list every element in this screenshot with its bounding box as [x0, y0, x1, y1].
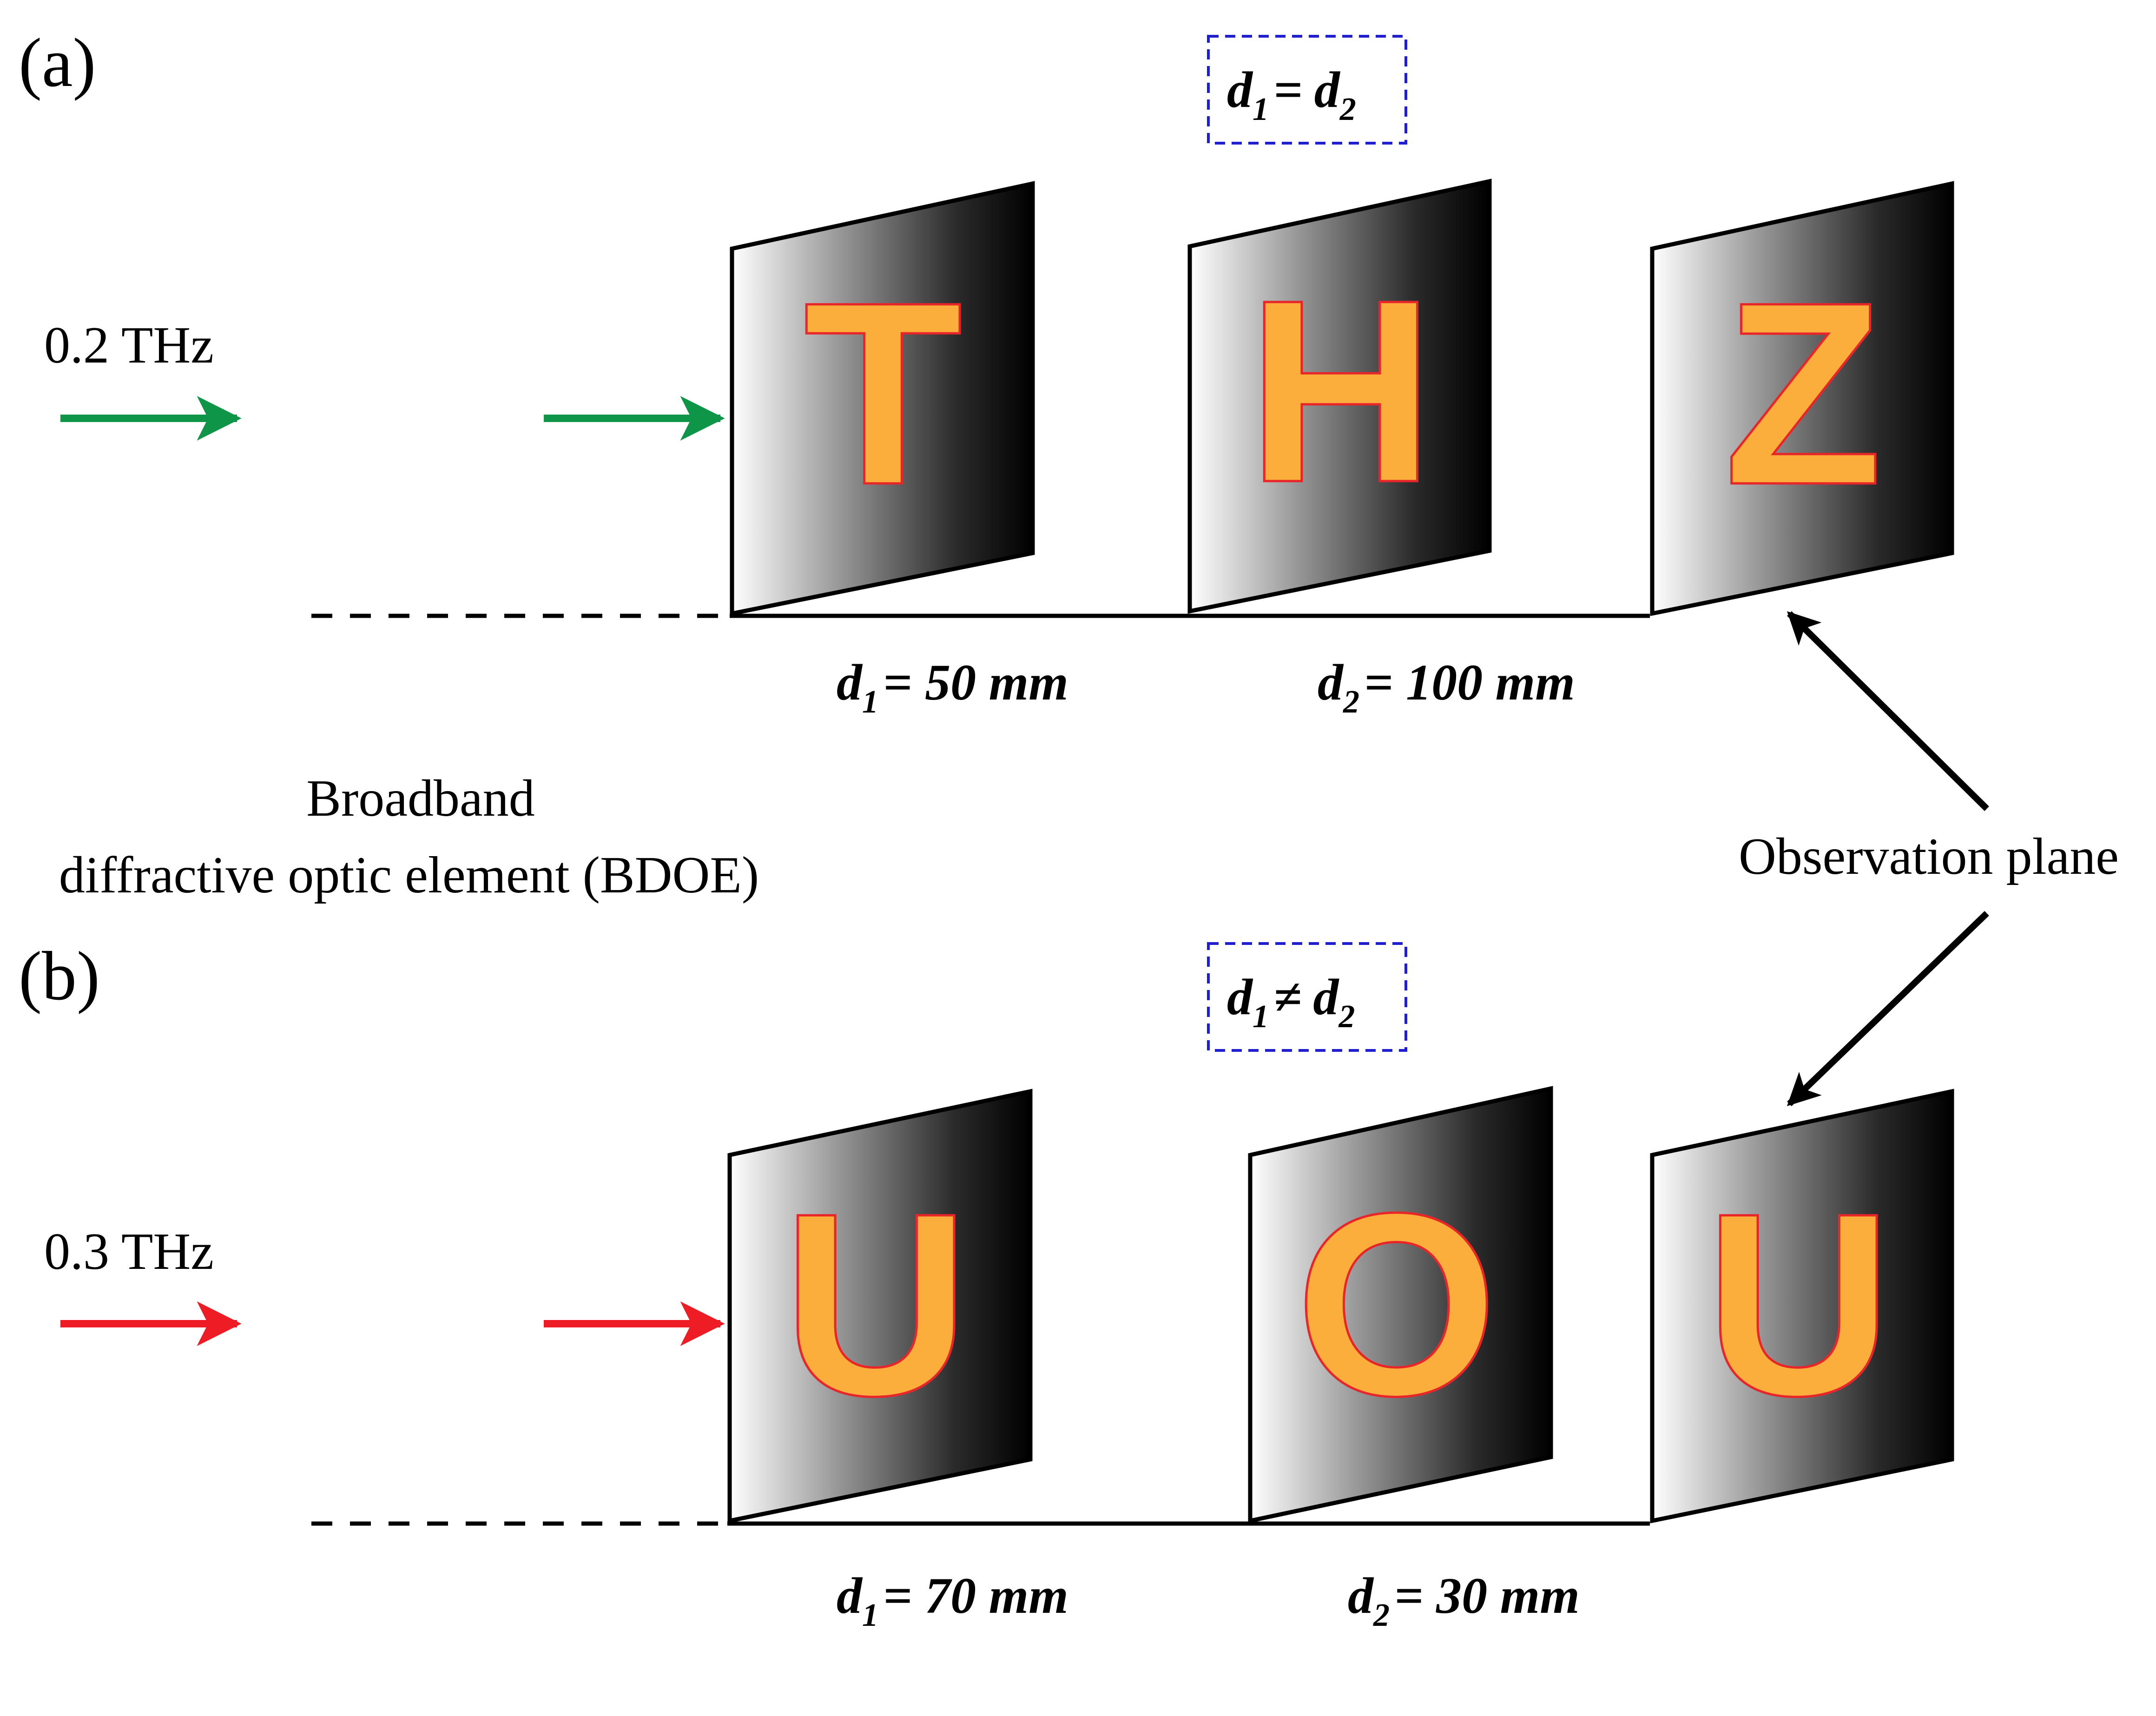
plane-letter: U [1705, 1159, 1892, 1450]
distance-d1: d1= 50 mm [837, 654, 1068, 720]
plane-letter: U [782, 1159, 970, 1450]
panel-b: (b) 0.3 THz d1≠d2 U O U d1= 70 mm [19, 937, 1954, 1633]
observation-plane-label: Observation plane [1739, 828, 2119, 885]
panel-label: (a) [19, 24, 96, 101]
distance-d1: d1= 70 mm [837, 1567, 1068, 1633]
bdoe-label: Broadband diffractive optic element (BDO… [59, 770, 759, 904]
observation-pointer-up [1787, 611, 1989, 811]
bdoe-plane: T [730, 181, 1035, 616]
plane-letter: T [804, 248, 963, 539]
observation-plane: Z [1650, 181, 1954, 616]
distance-d2: d2= 30 mm [1348, 1567, 1580, 1633]
condition-box [1207, 942, 1407, 1052]
plane-letter: H [1247, 245, 1435, 536]
bdoe-plane: U [727, 1089, 1033, 1524]
observation-plane: U [1650, 1089, 1954, 1524]
middle-plane: O [1248, 1086, 1553, 1524]
plane-letter: O [1295, 1159, 1498, 1450]
plane-letter: Z [1724, 248, 1883, 539]
observation-pointer-down [1787, 911, 1989, 1107]
panel-a: (a) 0.2 THz d1=d2 T H Z d1= 50 mm [19, 24, 1954, 720]
condition-box [1207, 35, 1407, 145]
condition-text: d1≠d2 [1227, 969, 1355, 1035]
panel-label: (b) [19, 937, 100, 1015]
condition-text: d1=d2 [1227, 61, 1356, 127]
distance-d2: d2= 100 mm [1318, 654, 1575, 720]
frequency-label: 0.3 THz [44, 1223, 214, 1280]
frequency-label: 0.2 THz [44, 317, 214, 374]
middle-plane: H [1187, 178, 1492, 614]
svg-text:diffractive optic element (BDO: diffractive optic element (BDOE) [59, 846, 759, 904]
svg-text:Broadband: Broadband [306, 770, 534, 827]
